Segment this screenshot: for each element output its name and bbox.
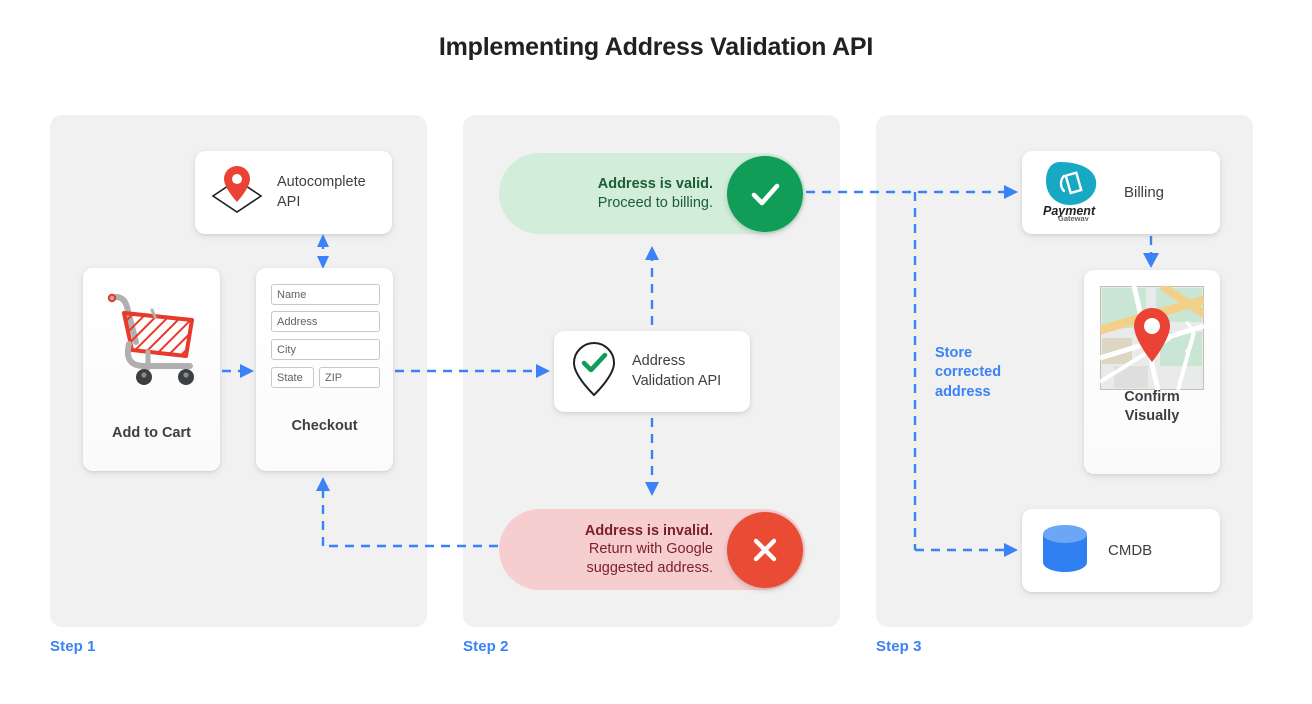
pin-check-icon	[568, 339, 620, 404]
address-invalid-subtitle-2: suggested address.	[586, 559, 713, 576]
add-to-cart-card[interactable]: Add to Cart	[83, 268, 220, 471]
address-valid-title: Address is valid.	[597, 175, 713, 192]
address-validation-api-card[interactable]: Address Validation API	[554, 331, 750, 412]
map-pin-diamond-icon	[209, 164, 265, 221]
address-valid-subtitle: Proceed to billing.	[597, 194, 713, 211]
address-valid-text: Address is valid. Proceed to billing.	[598, 175, 727, 212]
database-icon	[1040, 522, 1090, 579]
billing-label: Billing	[1124, 184, 1165, 201]
step-1-label: Step 1	[50, 638, 96, 655]
checkout-card[interactable]: Name Address City State ZIP Checkout	[256, 268, 393, 471]
cmdb-card[interactable]: CMDB	[1022, 509, 1220, 592]
page-title: Implementing Address Validation API	[438, 33, 874, 61]
shopping-cart-icon	[96, 286, 208, 395]
autocomplete-api-label: Autocomplete API	[277, 173, 366, 210]
confirm-visually-label: Confirm Visually	[1124, 389, 1180, 424]
payment-gateway-wordmark-1: Payment	[1043, 204, 1096, 218]
city-field[interactable]: City	[271, 339, 380, 360]
address-field[interactable]: Address	[271, 311, 380, 332]
check-icon	[727, 155, 803, 232]
address-validation-api-label: Address Validation API	[632, 352, 722, 389]
close-icon	[727, 511, 803, 588]
step-2-label: Step 2	[463, 638, 509, 655]
name-field[interactable]: Name	[271, 284, 380, 305]
store-corrected-address-note: Store corrected address	[935, 345, 1002, 400]
billing-card[interactable]: Payment Gateway Billing	[1022, 151, 1220, 234]
add-to-cart-label: Add to Cart	[112, 425, 191, 441]
payment-gateway-wordmark-2: Gateway	[1058, 214, 1090, 221]
address-valid-banner: Address is valid. Proceed to billing.	[499, 153, 805, 234]
address-invalid-subtitle-1: Return with Google	[588, 541, 713, 558]
checkout-label: Checkout	[291, 418, 358, 434]
payment-gateway-icon: Payment Gateway	[1038, 159, 1110, 226]
address-invalid-title: Address is invalid.	[584, 522, 713, 539]
autocomplete-api-card[interactable]: Autocomplete API	[195, 151, 392, 234]
address-invalid-text: Address is invalid. Return with Google s…	[585, 522, 727, 578]
confirm-visually-card[interactable]: Confirm Visually	[1084, 270, 1220, 474]
zip-field[interactable]: ZIP	[319, 367, 380, 388]
step-3-label: Step 3	[876, 638, 922, 655]
cmdb-label: CMDB	[1108, 542, 1153, 559]
state-field[interactable]: State	[271, 367, 314, 388]
address-invalid-banner: Address is invalid. Return with Google s…	[499, 509, 805, 590]
